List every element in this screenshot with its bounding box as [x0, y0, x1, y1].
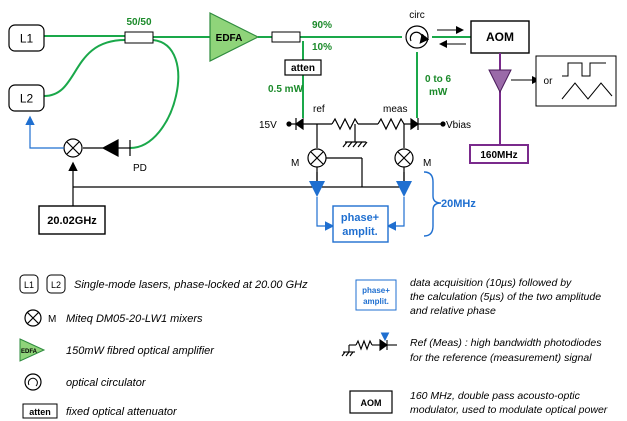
power-meas-label-2: mW [429, 87, 448, 98]
phase-line1: phase+ [341, 212, 379, 224]
laser-l1: L1 [8, 24, 45, 52]
tap-coupler: 90% 10% [271, 20, 332, 53]
or-label: or [544, 76, 554, 87]
split-90-label: 90% [312, 20, 332, 31]
legend-phase-text-3: and relative phase [410, 305, 496, 317]
photodiode-icon [294, 117, 304, 131]
legend-phase-text-2: the calculation (5µs) of the two amplitu… [410, 291, 601, 303]
amplifier-icon [396, 181, 412, 197]
ref-label: ref [313, 104, 325, 115]
aom-label: AOM [486, 30, 514, 44]
aom-direction-arrows [437, 26, 466, 48]
v15-label: 15V [259, 120, 277, 131]
circulator-icon [409, 31, 430, 44]
photodiode-network [286, 117, 446, 148]
aom-box: AOM [470, 20, 530, 54]
legend-phase-icon-1: phase+ [362, 286, 390, 295]
mixer-left-label: M [291, 158, 299, 169]
laser-l2-label: L2 [20, 92, 34, 106]
phase-amplitude-box: phase+ amplit. [332, 205, 389, 243]
atten-label: atten [291, 63, 315, 74]
pd-label: PD [133, 163, 147, 174]
coupler-50-50: 50/50 [124, 17, 154, 44]
circulator-icon [24, 373, 42, 391]
split-10-label: 10% [312, 42, 332, 53]
legend-edfa-icon: EDFA [21, 349, 38, 355]
legend-aom-text-2: modulator, used to modulate optical powe… [410, 404, 608, 416]
legend-circ-text: optical circulator [66, 377, 147, 389]
resistor-icon [331, 117, 359, 131]
power-meas-label-1: 0 to 6 [425, 74, 452, 85]
circulator: circ [405, 10, 430, 49]
power-ref-label: 0.5 mW [268, 84, 304, 95]
photodiode-icon [101, 139, 119, 157]
triangle-wave-icon [561, 82, 613, 100]
legend-edfa-text: 150mW fibred optical amplifier [66, 345, 215, 357]
lo-distribution [73, 172, 405, 188]
beat-feedback-arrow [25, 115, 64, 149]
legend-phase-icon-2: amplit. [363, 297, 389, 306]
rf160-label: 160MHz [480, 150, 517, 161]
synth-box: 20.02GHz [38, 205, 106, 235]
resistor-icon [377, 117, 405, 131]
pd-and-left-mixer [63, 138, 131, 190]
mixer-right-label: M [423, 158, 431, 169]
legend-aom-text-1: 160 MHz, double pass acousto-optic [410, 390, 581, 402]
laser-l1-label: L1 [20, 32, 34, 46]
if20-label: 20MHz [441, 198, 476, 210]
laser-l2: L2 [8, 84, 45, 112]
legend-atten-icon: atten [29, 407, 51, 417]
photodiode-icon [410, 117, 420, 131]
fiber-coupler-pd [129, 39, 180, 149]
fiber-paths [43, 35, 471, 149]
vbias-label: Vbias [446, 120, 471, 131]
coupler-label: 50/50 [126, 17, 151, 28]
legend-aom-icon: AOM [361, 398, 382, 408]
phase-line2: amplit. [342, 226, 377, 238]
legend: L1 L2 Single-mode lasers, phase-locked a… [19, 274, 608, 419]
legend-lasers-text: Single-mode lasers, phase-locked at 20.0… [74, 279, 308, 291]
legend-l2: L2 [51, 280, 61, 290]
circ-label: circ [409, 10, 425, 21]
legend-atten-text: fixed optical attenuator [66, 406, 178, 418]
square-wave-icon [562, 62, 606, 77]
edfa-amplifier: EDFA [209, 12, 260, 62]
legend-mixer-m: M [48, 314, 56, 325]
synth-label: 20.02GHz [47, 215, 97, 227]
legend-ref-text-1: Ref (Meas) : high bandwidth photodiodes [410, 337, 602, 349]
legend-ref-text-2: for the reference (measurement) signal [410, 352, 592, 364]
attenuator: atten [284, 59, 322, 76]
meas-label: meas [383, 104, 407, 115]
amplifier-icon [488, 69, 512, 94]
legend-phase-text-1: data acquisition (10µs) followed by [410, 277, 572, 289]
legend-l1: L1 [24, 280, 34, 290]
if-amplifiers [309, 167, 412, 231]
amplifier-icon [309, 181, 325, 197]
fiber-l2-coupler [43, 39, 126, 97]
edfa-label: EDFA [216, 33, 243, 44]
if-bracket [423, 171, 442, 237]
legend-mixer-text: Miteq DM05-20-LW1 mixers [66, 313, 203, 325]
aom-drive: or 160MHz [469, 53, 617, 164]
